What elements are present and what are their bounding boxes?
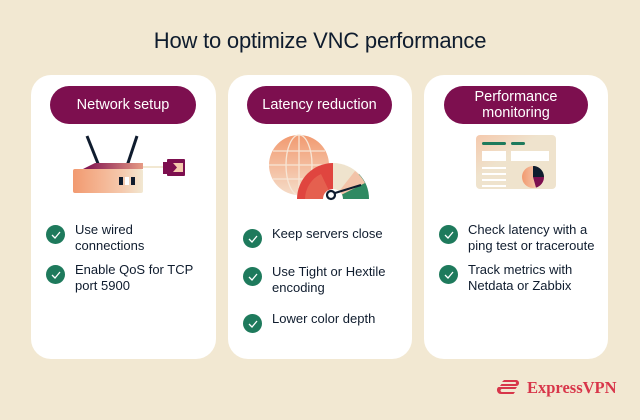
checkmark-icon (46, 225, 65, 244)
card-latency-reduction: Latency reduction (228, 75, 412, 359)
list-item-text: Lower color depth (272, 311, 376, 326)
card-heading: Latency reduction (247, 86, 392, 124)
card-network-setup: Network setup (31, 75, 216, 359)
list-item-text: Keep servers close (272, 226, 383, 241)
card-heading: Performance monitoring (444, 86, 588, 124)
list-item: Lower color depth (243, 311, 404, 333)
card-heading-text: Network setup (76, 97, 170, 113)
brand-name: ExpressVPN (527, 378, 617, 397)
checkmark-icon (243, 229, 262, 248)
page-title: How to optimize VNC performance (153, 28, 487, 53)
checkmark-icon (243, 267, 262, 286)
list-item: Keep servers close (243, 226, 404, 248)
checkmark-icon (243, 314, 262, 333)
checkmark-icon (439, 265, 458, 284)
card-heading-text: Performance (474, 89, 558, 105)
checkmark-icon (439, 225, 458, 244)
checkmark-icon (46, 265, 65, 284)
dashboard-icon (424, 133, 608, 201)
brand-logo: ExpressVPN (497, 378, 617, 398)
expressvpn-logo-icon (497, 380, 519, 394)
card-heading: Network setup (50, 86, 196, 124)
card-heading-text: monitoring (482, 105, 550, 121)
router-icon (31, 133, 216, 201)
card-heading-text: Latency reduction (262, 97, 377, 113)
card-performance-monitoring: Performance monitoring (424, 75, 608, 359)
globe-speedometer-icon (228, 133, 412, 203)
